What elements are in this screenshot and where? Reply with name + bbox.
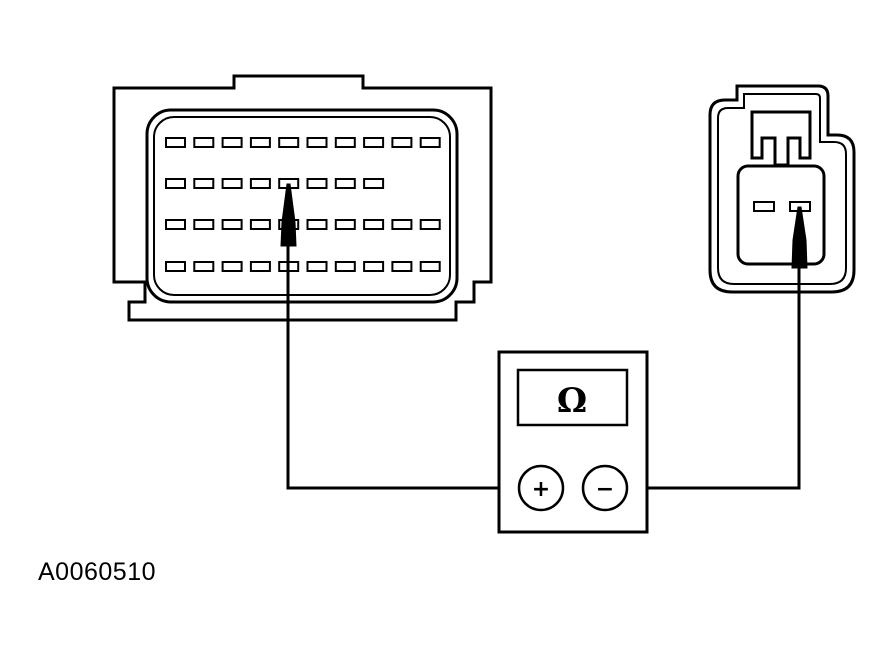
left-connector-pin bbox=[249, 219, 271, 230]
left-connector-pin bbox=[363, 219, 385, 230]
left-connector-pin bbox=[221, 137, 243, 148]
left-connector-pin bbox=[221, 219, 243, 230]
positive-lead-wire bbox=[286, 240, 519, 490]
left-connector-pin bbox=[165, 219, 186, 230]
left-connector-pin bbox=[165, 178, 186, 189]
left-connector-pin bbox=[334, 261, 356, 272]
ohm-symbol: Ω bbox=[557, 381, 587, 421]
left-connector-pin bbox=[193, 178, 215, 189]
right-connector-housing-outer bbox=[708, 84, 856, 294]
left-connector-pin bbox=[391, 261, 413, 272]
left-connector-pin bbox=[193, 219, 215, 230]
left-connector-face-outer bbox=[145, 108, 459, 304]
negative-jack bbox=[581, 464, 629, 512]
probes bbox=[280, 183, 808, 269]
negative-jack-label: − bbox=[596, 477, 614, 502]
right-connector-pin bbox=[753, 201, 775, 212]
left-connector-pin bbox=[363, 137, 385, 148]
left-connector-pin bbox=[419, 219, 441, 230]
figure-reference-code: A0060510 bbox=[38, 558, 157, 586]
right-connector-latch bbox=[750, 110, 812, 167]
multimeter-display bbox=[516, 368, 629, 427]
right-connector-face bbox=[736, 164, 826, 266]
left-connector-pin bbox=[334, 137, 356, 148]
positive-probe bbox=[280, 183, 297, 247]
left-connector-pin bbox=[363, 261, 385, 272]
left-connector-pin bbox=[249, 137, 271, 148]
negative-lead-wire bbox=[627, 265, 801, 490]
left-connector-pin bbox=[391, 137, 413, 148]
left-connector-pin bbox=[419, 261, 441, 272]
right-connector-housing-inner bbox=[717, 93, 847, 285]
left-connector-pins bbox=[165, 137, 441, 272]
left-connector-pin bbox=[193, 137, 215, 148]
negative-probe bbox=[791, 206, 808, 269]
left-connector-pin bbox=[306, 261, 328, 272]
left-connector-face-inner bbox=[153, 116, 451, 296]
left-connector bbox=[112, 74, 493, 322]
positive-jack bbox=[517, 464, 565, 512]
left-connector-pin bbox=[306, 137, 328, 148]
left-connector-pin bbox=[334, 219, 356, 230]
left-connector-pin bbox=[249, 261, 271, 272]
left-connector-pin bbox=[193, 261, 215, 272]
left-connector-pin bbox=[165, 137, 186, 148]
positive-jack-label: + bbox=[532, 477, 550, 502]
left-connector-pin bbox=[391, 219, 413, 230]
left-connector-pin bbox=[306, 178, 328, 189]
left-connector-pin bbox=[306, 219, 328, 230]
left-connector-pin bbox=[278, 137, 300, 148]
left-connector-pin bbox=[221, 178, 243, 189]
left-connector-pin bbox=[221, 261, 243, 272]
left-connector-pin bbox=[249, 178, 271, 189]
right-connector bbox=[708, 84, 856, 294]
multimeter: Ω + − bbox=[497, 350, 649, 534]
left-connector-pin bbox=[165, 261, 186, 272]
left-connector-pin bbox=[419, 137, 441, 148]
left-connector-housing bbox=[112, 74, 493, 322]
test-leads bbox=[286, 240, 801, 490]
left-connector-pin bbox=[334, 178, 356, 189]
left-connector-pin bbox=[363, 178, 385, 189]
